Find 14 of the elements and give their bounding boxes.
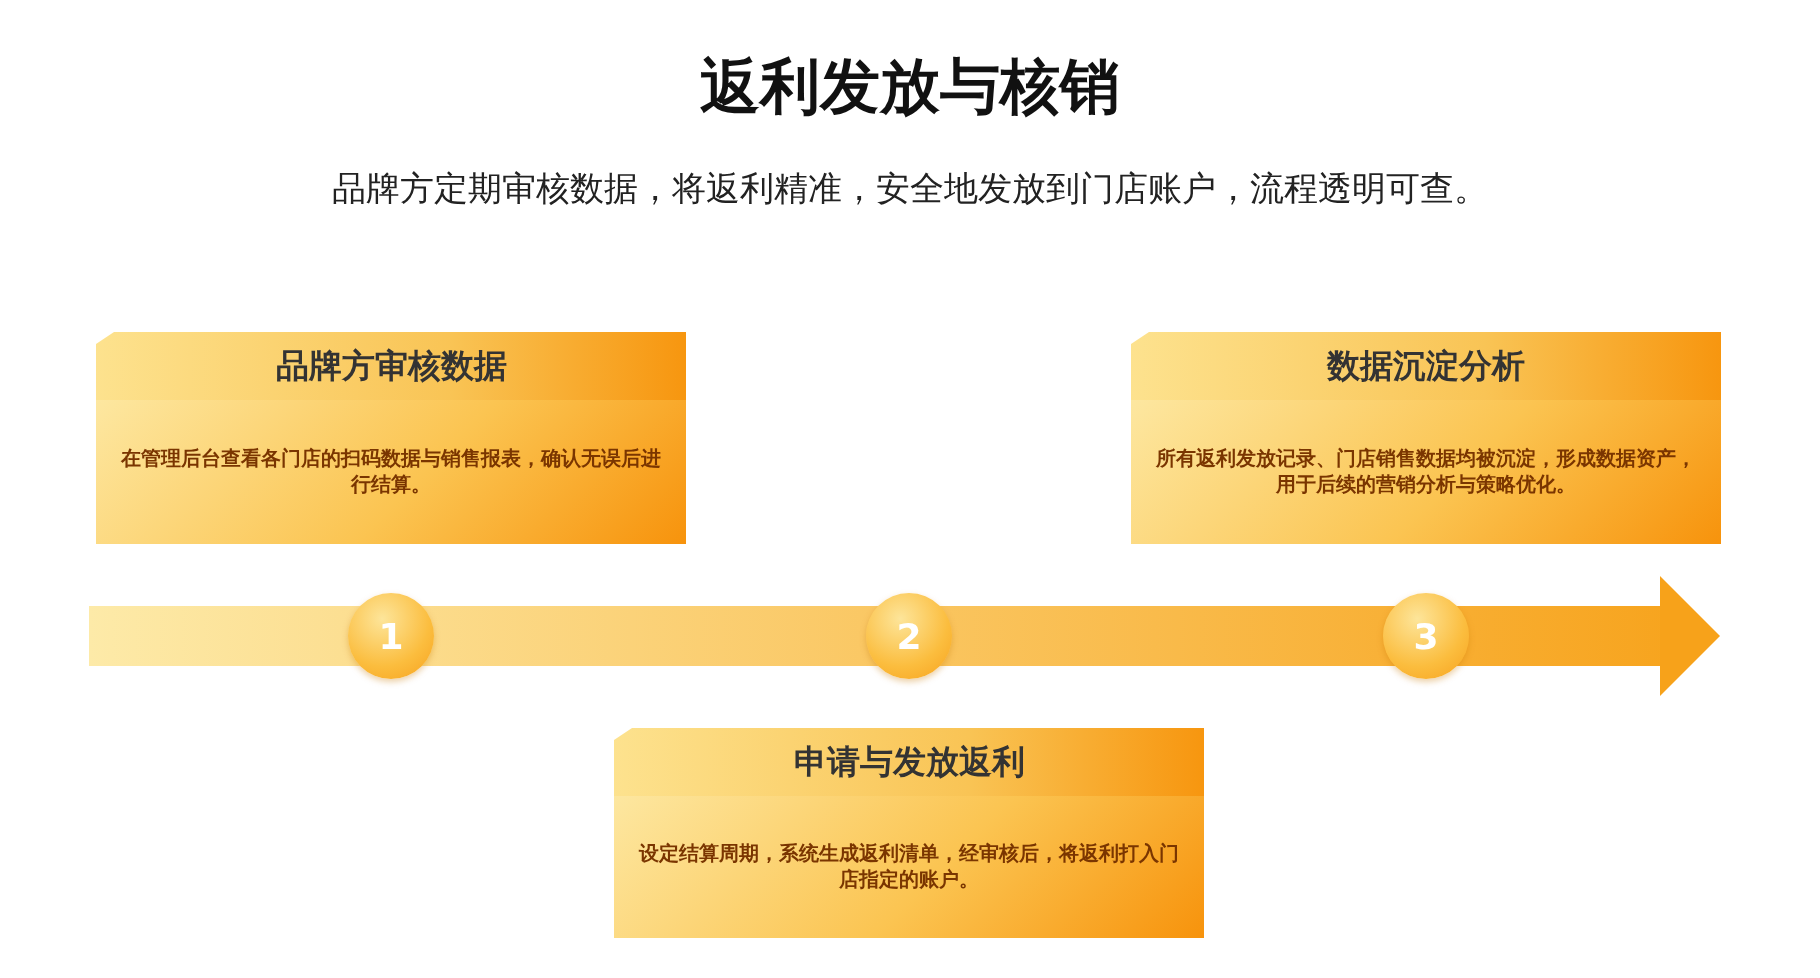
step-circle <box>1383 593 1469 679</box>
step-circle <box>866 593 952 679</box>
card-heading: 品牌方审核数据 <box>275 344 507 387</box>
step-number: 3 <box>1413 615 1439 657</box>
card-heading: 数据沉淀分析 <box>1327 344 1525 387</box>
step-number: 2 <box>896 615 922 657</box>
card-heading: 申请与发放返利 <box>793 740 1025 783</box>
step-circle <box>348 593 434 679</box>
subtitle: 品牌方定期审核数据，将返利精准，安全地发放到门店账户，流程透明可查。 <box>331 167 1489 210</box>
card-description: 所有返利发放记录、门店销售数据均被沉淀，形成数据资产，用于后续的营销分析与策略优化。 <box>1155 446 1697 498</box>
card-description: 在管理后台查看各门店的扫码数据与销售报表，确认无误后进行结算。 <box>120 446 662 498</box>
card-description: 设定结算周期，系统生成返利清单，经审核后，将返利打入门店指定的账户。 <box>637 841 1180 893</box>
title: 返利发放与核销 <box>699 50 1121 122</box>
step-number: 1 <box>378 615 404 657</box>
